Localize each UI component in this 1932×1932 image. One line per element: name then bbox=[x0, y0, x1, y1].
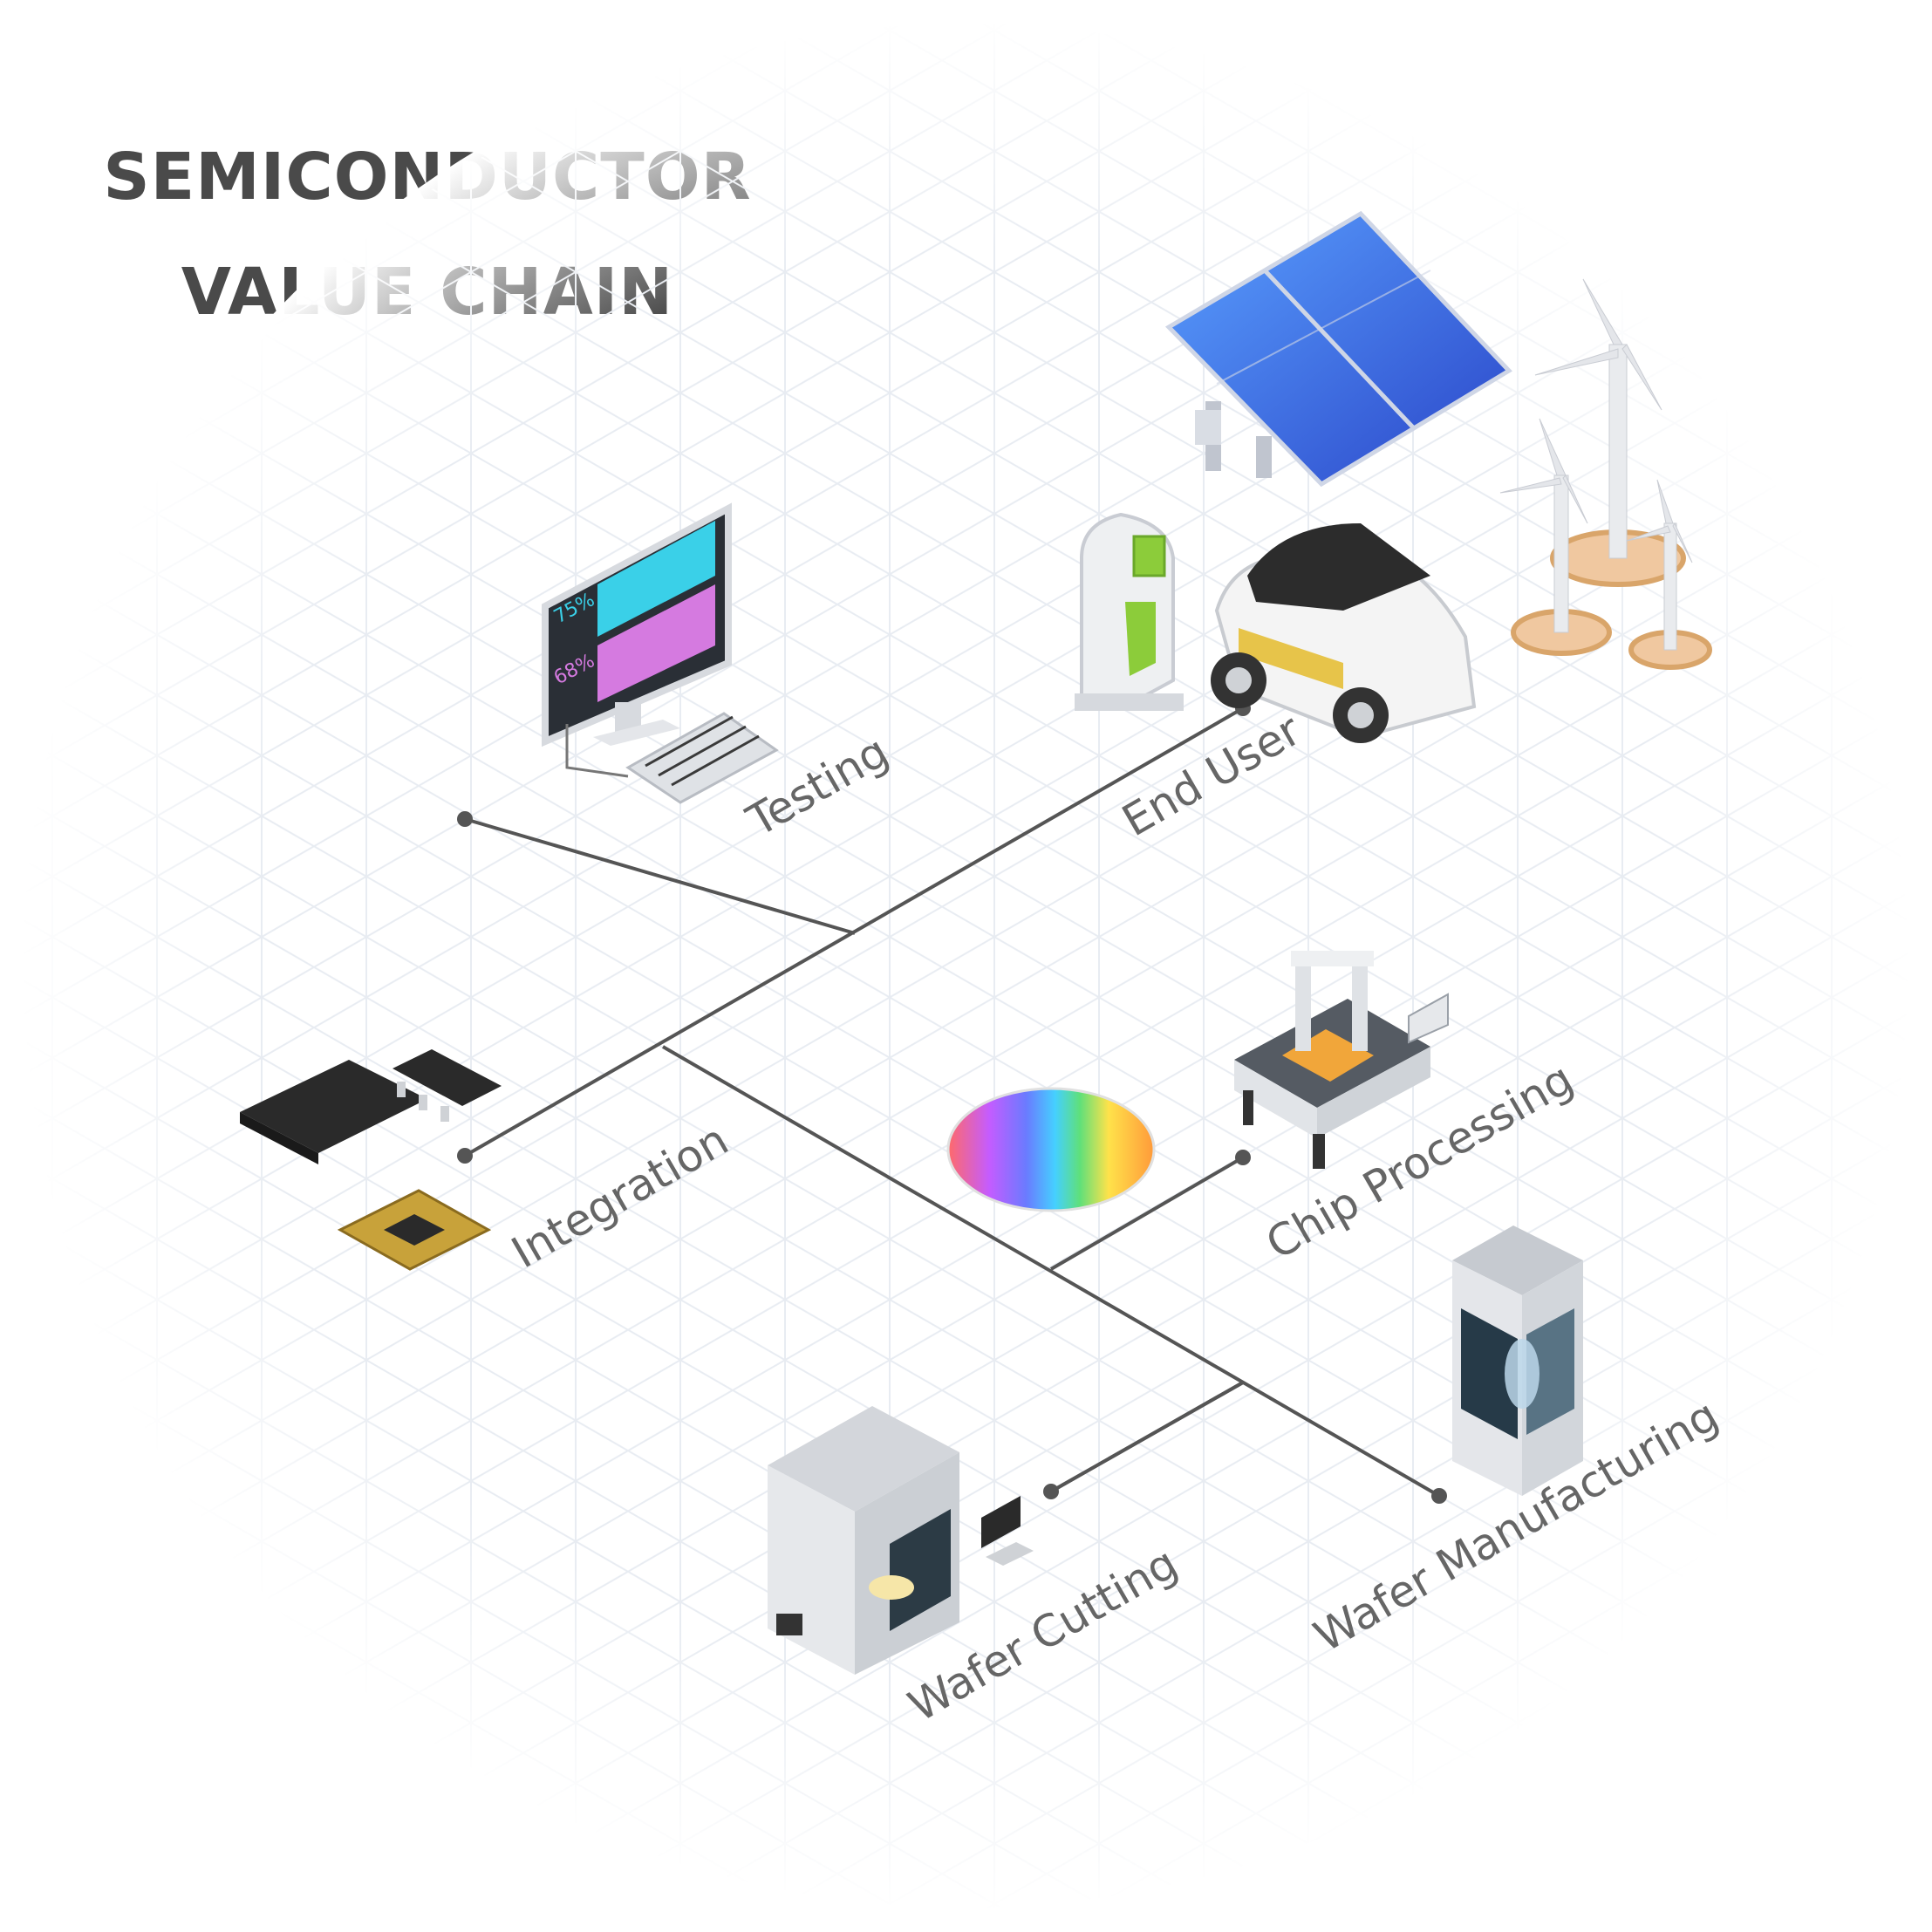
connector-main-axis-2 bbox=[661, 1045, 1441, 1498]
dot-testing bbox=[457, 811, 473, 827]
dot-chip-processing bbox=[1235, 1150, 1251, 1165]
connector-lines bbox=[464, 707, 1441, 1498]
background-fade bbox=[15, 15, 1916, 1916]
connector-testing bbox=[464, 817, 856, 935]
dot-integration bbox=[457, 1148, 473, 1164]
connector-dots bbox=[457, 700, 1447, 1504]
silicon-wafer-icon bbox=[946, 1087, 1156, 1212]
test-grid-board-icon bbox=[565, 712, 779, 804]
wind-turbine-icon bbox=[1499, 278, 1712, 670]
solar-panel-icon bbox=[1164, 210, 1512, 488]
wafer-manufacturing-machine-icon bbox=[1452, 1225, 1583, 1496]
chip-processing-machine-icon bbox=[1234, 951, 1449, 1169]
electric-car-icon bbox=[1211, 523, 1477, 743]
connector-main-axis-1 bbox=[464, 707, 1244, 1157]
wafer-cutting-machine-icon bbox=[768, 1406, 1034, 1675]
dot-wafer-manufacturing bbox=[1431, 1488, 1447, 1504]
connector-wafer-cutting-branch bbox=[1050, 1381, 1244, 1493]
dot-wafer-cutting bbox=[1043, 1484, 1059, 1499]
monitor-icon: 75% 68% bbox=[542, 502, 732, 748]
connector-chip-processing bbox=[1049, 1156, 1245, 1271]
microchip-icon bbox=[240, 1049, 502, 1271]
charging-station-icon bbox=[1075, 512, 1184, 711]
